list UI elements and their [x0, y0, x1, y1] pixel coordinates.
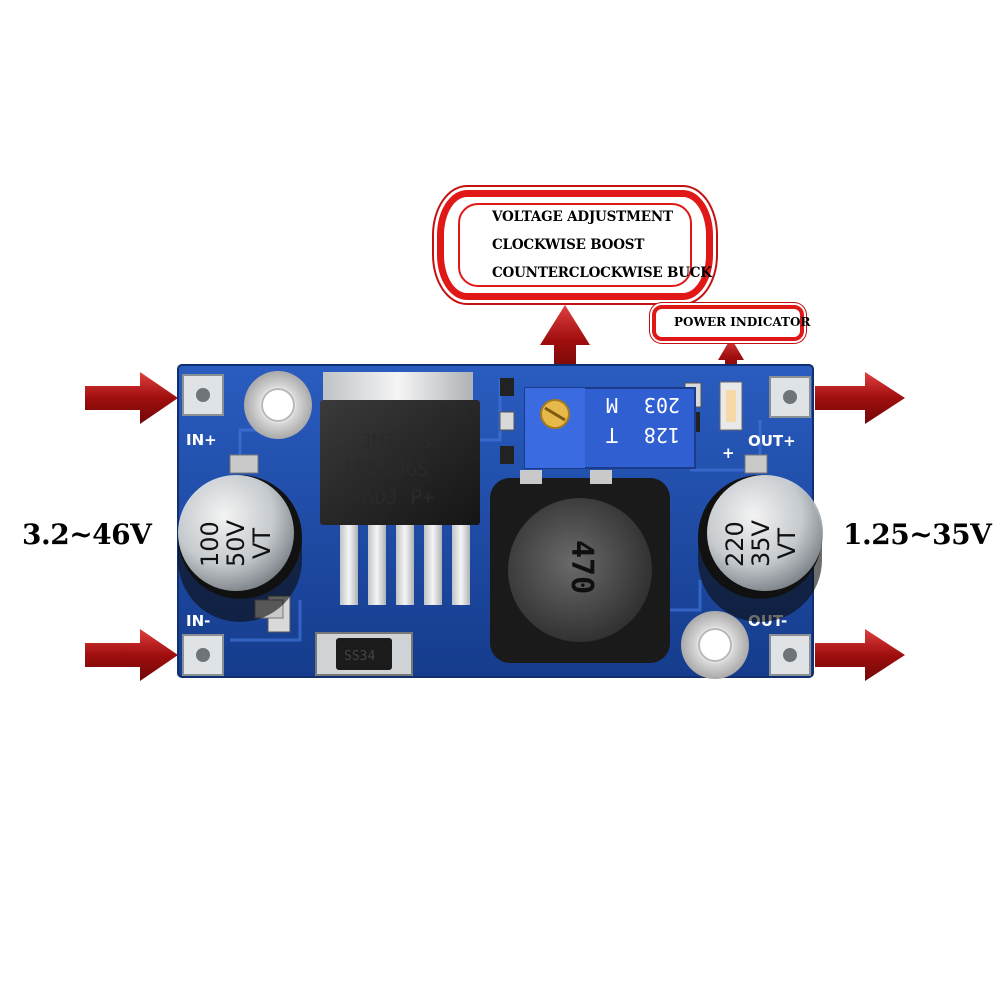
cap-out-marking-3: VT — [773, 528, 801, 559]
pad-out-minus — [769, 634, 811, 676]
output-voltage-label: 1.25~35V — [843, 518, 992, 551]
label-in-minus: IN- — [186, 612, 210, 630]
diode-marking: SS34 — [344, 649, 375, 664]
pot-marking-4: T — [606, 423, 618, 447]
callout-line-2: CLOCKWISE BOOST — [492, 237, 645, 253]
chip-marking-2: LM2596S — [345, 457, 429, 481]
label-out-plus: OUT+ — [748, 432, 796, 450]
label-in-plus: IN+ — [186, 431, 217, 449]
cap-out-marking-1: 220 — [721, 521, 749, 567]
adjust-up-arrow-icon — [540, 305, 590, 375]
pot-marking-2: M — [606, 393, 618, 417]
voltage-adjustment-callout: VOLTAGE ADJUSTMENT CLOCKWISE BOOST COUNT… — [437, 190, 713, 300]
output-capacitor: 220 35V VT — [698, 454, 823, 622]
potentiometer[interactable]: 203 M 128 T — [524, 387, 696, 469]
chip-marking-3: -ADJ P+ — [350, 485, 434, 509]
power-indicator-callout: POWER INDICATOR — [652, 305, 810, 341]
callout-line-1: VOLTAGE ADJUSTMENT — [492, 209, 673, 225]
cap-out-marking-2: 35V — [747, 519, 775, 567]
pad-in-minus — [182, 634, 224, 676]
indicator-up-arrow-icon — [718, 338, 744, 375]
inductor: 470 — [490, 470, 670, 663]
chip-marking-1: JM74RS — [360, 429, 432, 453]
cap-in-marking-2: 50V — [222, 519, 250, 567]
inductor-marking: 470 — [564, 540, 599, 594]
pot-marking-3: 128 — [644, 423, 680, 447]
input-minus-arrow-icon — [85, 629, 178, 681]
regulator-chip: JM74RS LM2596S -ADJ P+ — [320, 372, 480, 605]
callout-line-3: COUNTERCLOCKWISE BUCK — [492, 265, 712, 281]
power-indicator-label: POWER INDICATOR — [674, 315, 811, 329]
pad-out-plus — [769, 376, 811, 418]
cap-in-marking-3: VT — [248, 528, 276, 559]
power-indicator-led — [719, 381, 743, 431]
input-capacitor: 100 50V VT — [178, 454, 302, 622]
mounting-hole-left — [244, 371, 312, 439]
output-plus-arrow-icon — [815, 372, 905, 424]
smd-resistor — [500, 378, 514, 396]
input-voltage-label: 3.2~46V — [22, 518, 152, 551]
output-minus-arrow-icon — [815, 629, 905, 681]
label-plus-mark: + — [722, 444, 735, 462]
pad-in-plus — [182, 374, 224, 416]
input-plus-arrow-icon — [85, 372, 178, 424]
mounting-hole-right — [681, 611, 749, 679]
pot-marking-1: 203 — [644, 393, 680, 417]
cap-in-marking-1: 100 — [196, 521, 224, 567]
schottky-diode: SS34 — [315, 632, 413, 676]
